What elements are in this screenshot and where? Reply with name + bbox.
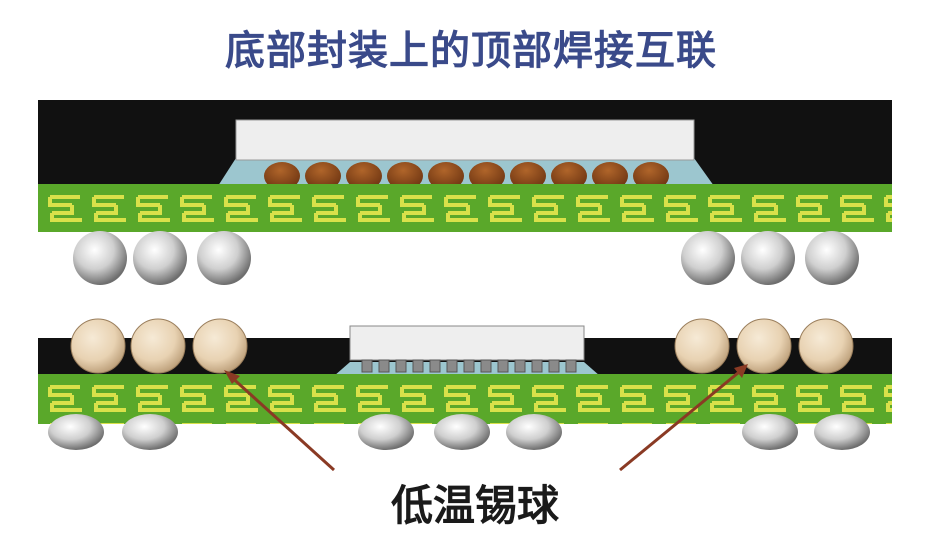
flip-chip-bump — [264, 162, 300, 190]
bottom-package — [38, 318, 892, 450]
micro-bump — [463, 359, 475, 373]
arrowhead-left — [224, 370, 240, 384]
micro-bump — [429, 359, 441, 373]
bga-solder-ball — [741, 231, 795, 285]
diagram-title: 底部封装上的顶部焊接互联 — [225, 28, 717, 74]
bga-solder-ball — [197, 231, 251, 285]
flip-chip-bump — [633, 162, 669, 190]
micro-bump — [446, 359, 458, 373]
top-package — [38, 100, 892, 285]
bga-solder-ball — [48, 414, 104, 450]
bga-solder-ball — [73, 231, 127, 285]
arrow-left — [226, 372, 336, 472]
bottom-die — [349, 325, 585, 361]
callout-label: 低温锡球 — [390, 481, 559, 530]
low-temp-solder-ball — [798, 318, 854, 374]
micro-bump — [412, 359, 424, 373]
top-underfill — [218, 158, 714, 186]
low-temp-solder-ball — [736, 318, 792, 374]
bga-solder-ball — [122, 414, 178, 450]
flip-chip-bump — [510, 162, 546, 190]
bga-solder-ball — [805, 231, 859, 285]
flip-chip-bump — [387, 162, 423, 190]
micro-bump — [548, 359, 560, 373]
low-temp-solder-balls — [70, 318, 854, 374]
flip-chip-bump — [592, 162, 628, 190]
arrow-right — [619, 366, 745, 472]
bga-solder-ball — [434, 414, 490, 450]
bottom-microbumps — [361, 359, 577, 373]
micro-bump — [565, 359, 577, 373]
micro-bump — [395, 359, 407, 373]
bga-solder-ball — [814, 414, 870, 450]
micro-bump — [531, 359, 543, 373]
micro-bump — [480, 359, 492, 373]
bga-solder-ball — [742, 414, 798, 450]
flip-chip-bump — [428, 162, 464, 190]
top-die — [235, 119, 695, 161]
micro-bump — [378, 359, 390, 373]
bga-solder-ball — [681, 231, 735, 285]
micro-bump — [497, 359, 509, 373]
bga-solder-ball — [358, 414, 414, 450]
flip-chip-bump — [551, 162, 587, 190]
low-temp-solder-ball — [130, 318, 186, 374]
low-temp-solder-ball — [674, 318, 730, 374]
low-temp-solder-ball — [70, 318, 126, 374]
bga-solder-ball — [133, 231, 187, 285]
top-bottom-balls — [73, 231, 859, 285]
flip-chip-bump — [305, 162, 341, 190]
micro-bump — [361, 359, 373, 373]
top-substrate — [38, 184, 892, 232]
low-temp-solder-ball — [192, 318, 248, 374]
top-bumps — [264, 162, 669, 190]
arrowhead-right — [734, 364, 748, 378]
flip-chip-bump — [469, 162, 505, 190]
flip-chip-bump — [346, 162, 382, 190]
bottom-bga-balls — [48, 414, 870, 450]
micro-bump — [514, 359, 526, 373]
bga-solder-ball — [506, 414, 562, 450]
callout-arrows — [224, 364, 748, 472]
